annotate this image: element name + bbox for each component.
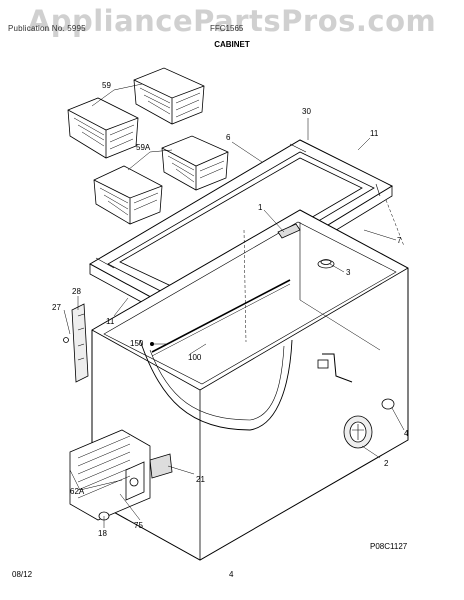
footer-page-number: 4 (229, 570, 234, 579)
callout-27: 27 (52, 303, 61, 312)
watermark: AppliancePartsPros.com (27, 4, 437, 38)
basket-59a-left (93, 165, 163, 225)
callout-6: 6 (226, 133, 231, 142)
lid-lock-1 (277, 223, 301, 239)
callout-59a: 59A (136, 143, 151, 152)
drain-tube (317, 353, 353, 383)
callout-30: 30 (302, 107, 311, 116)
basket-59-left (67, 97, 139, 159)
footer-date: 08/12 (12, 570, 33, 579)
callout-11-top: 11 (370, 129, 379, 138)
callout-4: 4 (404, 429, 409, 438)
leader-lines (63, 83, 405, 528)
callout-62a: 62A (70, 487, 85, 496)
callout-3: 3 (346, 268, 351, 277)
basket-59a-right (161, 135, 229, 191)
callout-2: 2 (384, 459, 389, 468)
callout-28: 28 (72, 287, 81, 296)
kick-grille-62a (69, 429, 151, 521)
section-title: CABINET (214, 40, 250, 49)
thermostat-knob-2 (343, 415, 373, 449)
figure-code: P08C1127 (370, 542, 408, 551)
callout-59: 59 (102, 81, 111, 90)
hinge-bracket (63, 303, 89, 383)
callout-7: 7 (397, 236, 402, 245)
callout-75: 75 (134, 521, 143, 530)
callout-18: 18 (98, 529, 107, 538)
drain-plug-4 (381, 398, 395, 410)
callout-labels: 59 59A 6 30 11 1 7 3 28 27 11 150 100 4 … (52, 81, 409, 538)
callout-11-left: 11 (106, 317, 115, 326)
basket-59-right (133, 67, 205, 125)
model-line: FFC1565 (210, 24, 244, 33)
control-switch-21 (149, 453, 173, 479)
callout-1: 1 (258, 203, 263, 212)
callout-100: 100 (188, 353, 202, 362)
callout-150: 150 (130, 339, 144, 348)
callout-21: 21 (196, 475, 205, 484)
publication-line: Publication No. 5995 (8, 24, 86, 33)
drain-cap-3 (317, 259, 335, 269)
